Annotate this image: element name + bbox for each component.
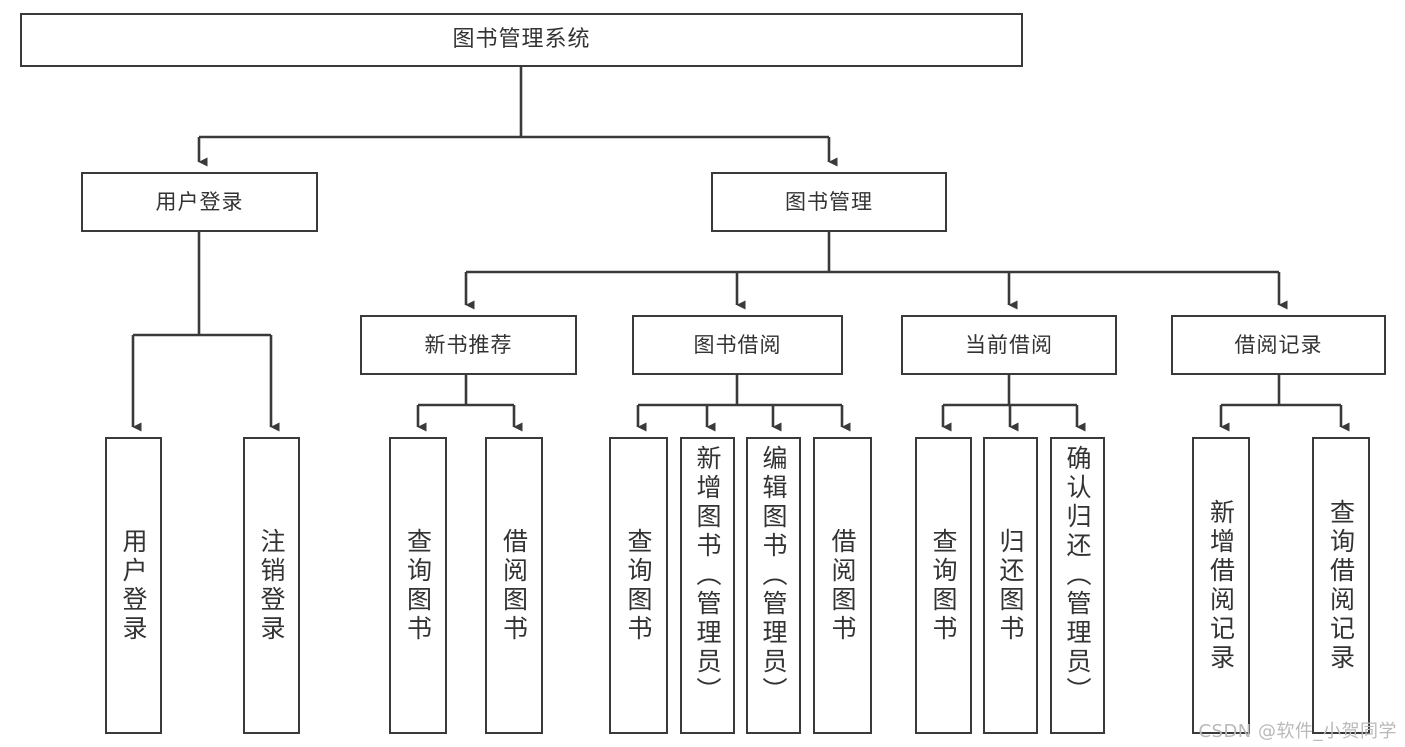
node-root-system[interactable]: 图书管理系统: [20, 13, 1023, 67]
node-label: 用户登录: [155, 189, 244, 214]
node-leaf-user-login[interactable]: 用户登录: [105, 437, 162, 734]
node-label: 编辑图书（管理员）: [759, 445, 788, 706]
node-leaf-return-book[interactable]: 归还图书: [983, 437, 1038, 734]
node-label: 借阅记录: [1234, 332, 1323, 357]
node-borrow-record[interactable]: 借阅记录: [1171, 315, 1386, 375]
node-label: 用户登录: [119, 527, 148, 644]
node-label: 当前借阅: [965, 332, 1053, 357]
node-leaf-add-book-admin[interactable]: 新增图书（管理员）: [680, 437, 735, 734]
node-leaf-confirm-return-admin[interactable]: 确认归还（管理员）: [1050, 437, 1105, 734]
node-label: 新书推荐: [424, 332, 513, 357]
node-label: 新增借阅记录: [1206, 498, 1236, 673]
node-leaf-query-borrow-record[interactable]: 查询借阅记录: [1312, 437, 1370, 734]
node-label: 查询图书: [624, 527, 653, 644]
node-label: 查询图书: [929, 527, 958, 644]
node-label: 图书管理: [785, 189, 873, 214]
node-leaf-query-book-3[interactable]: 查询图书: [915, 437, 972, 734]
node-label: 新增图书（管理员）: [693, 445, 722, 706]
node-leaf-logout-login[interactable]: 注销登录: [243, 437, 300, 734]
node-book-borrow[interactable]: 图书借阅: [632, 315, 843, 375]
csdn-watermark: CSDN @软件_小贺同学: [1198, 721, 1397, 742]
node-book-manage[interactable]: 图书管理: [711, 172, 947, 232]
node-label: 确认归还（管理员）: [1063, 445, 1092, 706]
node-current-borrow[interactable]: 当前借阅: [901, 315, 1117, 375]
node-label: 图书管理系统: [452, 27, 591, 53]
node-label: 注销登录: [257, 527, 286, 644]
node-leaf-edit-book-admin[interactable]: 编辑图书（管理员）: [746, 437, 801, 734]
node-label: 归还图书: [996, 527, 1025, 644]
node-leaf-query-book-2[interactable]: 查询图书: [609, 437, 668, 734]
node-leaf-add-borrow-record[interactable]: 新增借阅记录: [1192, 437, 1250, 734]
node-leaf-borrow-book-2[interactable]: 借阅图书: [813, 437, 872, 734]
node-user-login[interactable]: 用户登录: [81, 172, 318, 232]
node-leaf-borrow-book-1[interactable]: 借阅图书: [485, 437, 543, 734]
node-label: 查询图书: [403, 527, 433, 644]
node-leaf-query-book-1[interactable]: 查询图书: [389, 437, 447, 734]
node-label: 查询借阅记录: [1326, 498, 1356, 673]
node-label: 借阅图书: [828, 527, 857, 644]
node-label: 借阅图书: [499, 527, 529, 644]
node-new-book-recommend[interactable]: 新书推荐: [360, 315, 577, 375]
node-label: 图书借阅: [693, 332, 782, 357]
